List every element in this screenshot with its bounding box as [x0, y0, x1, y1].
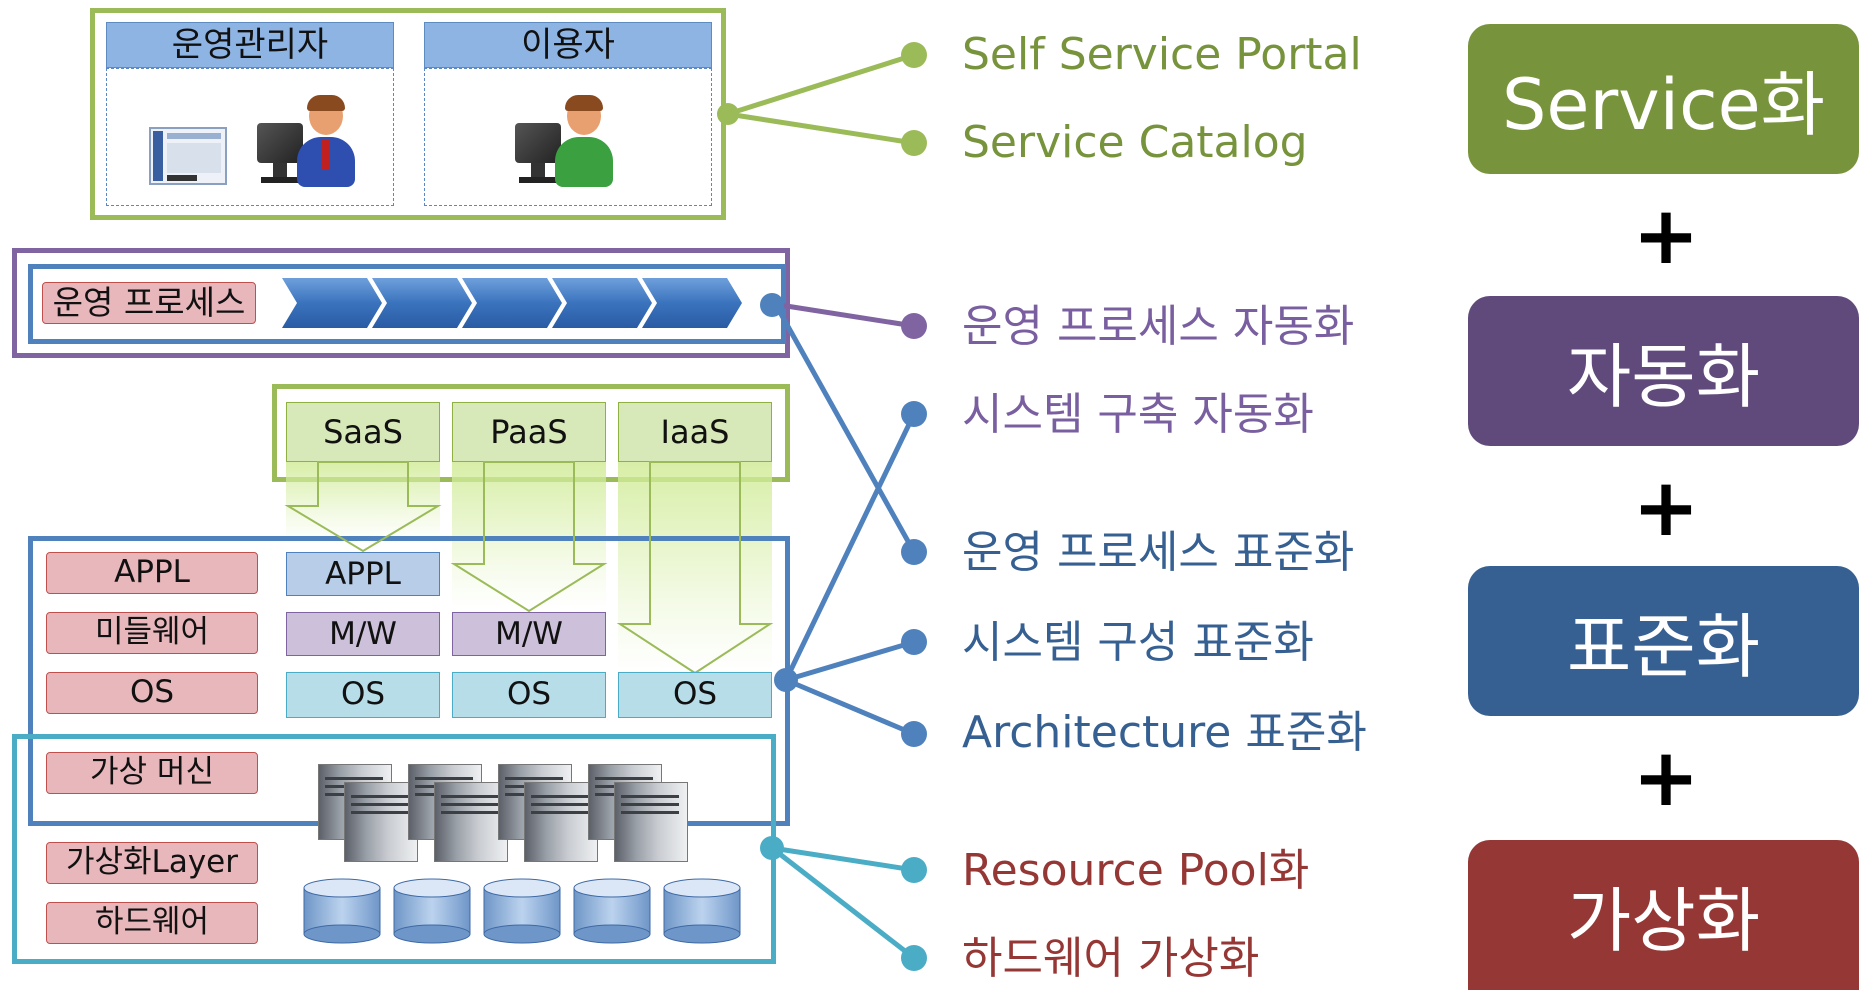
user-role-title: 이용자: [424, 22, 712, 68]
plus-sign: +: [1632, 731, 1700, 824]
note-resource-pool: Resource Pool화: [962, 845, 1310, 896]
iaas-down-arrow: [616, 461, 774, 675]
category-standardization: 표준화: [1468, 566, 1859, 716]
disk-icon: [393, 878, 471, 944]
paas-os-cell: OS: [452, 672, 606, 718]
category-automation: 자동화: [1468, 296, 1859, 446]
saas-appl-cell: APPL: [286, 552, 440, 596]
plus-sign: +: [1632, 189, 1700, 282]
disk-icon: [663, 878, 741, 944]
saas-stack-highlight: [286, 460, 440, 542]
note-service-catalog: Service Catalog: [962, 117, 1308, 168]
paas-box: PaaS: [452, 402, 606, 462]
note-self-service-portal: Self Service Portal: [962, 29, 1362, 80]
saas-os-cell: OS: [286, 672, 440, 718]
saas-mw-cell: M/W: [286, 612, 440, 656]
process-label: 운영 프로세스: [42, 282, 256, 324]
paas-down-arrow: [450, 461, 608, 613]
layer-label-hardware: 하드웨어: [46, 902, 258, 944]
note-process-standardization: 운영 프로세스 표준화: [962, 527, 1355, 578]
saas-box: SaaS: [286, 402, 440, 462]
saas-down-arrow: [284, 461, 442, 553]
process-step-arrow: [642, 278, 742, 328]
iaas-box: IaaS: [618, 402, 772, 462]
note-process-automation: 운영 프로세스 자동화: [962, 301, 1355, 352]
server-icon: [524, 782, 598, 862]
layer-label-middleware: 미들웨어: [46, 612, 258, 654]
note-architecture-standardization: Architecture 표준화: [962, 707, 1367, 758]
iaas-stack-highlight: [618, 460, 772, 672]
server-icon: [344, 782, 418, 862]
server-icon: [614, 782, 688, 862]
process-step-arrow: [462, 278, 562, 328]
paas-mw-cell: M/W: [452, 612, 606, 656]
process-step-arrow: [552, 278, 652, 328]
paas-stack-highlight: [452, 460, 606, 608]
disk-icon: [303, 878, 381, 944]
layer-label-appl: APPL: [46, 552, 258, 594]
category-virtualization: 가상화: [1468, 840, 1859, 990]
admin-role-panel: [106, 68, 394, 206]
admin-role-title: 운영관리자: [106, 22, 394, 68]
user-at-computer-icon: [515, 95, 615, 195]
process-step-arrow: [282, 278, 382, 328]
layer-label-os: OS: [46, 672, 258, 714]
server-rack-icon: [318, 764, 728, 864]
note-hardware-virtualization: 하드웨어 가상화: [962, 933, 1260, 984]
admin-user-at-computer-icon: [257, 95, 357, 195]
note-system-config-standardization: 시스템 구성 표준화: [962, 617, 1314, 668]
user-role-panel: [424, 68, 712, 206]
layer-label-vm: 가상 머신: [46, 752, 258, 794]
admin-screen-thumbnail-icon: [149, 127, 227, 185]
disk-icon: [483, 878, 561, 944]
layer-label-virtualization-layer: 가상화Layer: [46, 842, 258, 884]
note-system-build-automation: 시스템 구축 자동화: [962, 389, 1314, 440]
plus-sign: +: [1632, 461, 1700, 554]
iaas-os-cell: OS: [618, 672, 772, 718]
server-icon: [434, 782, 508, 862]
disk-icon: [573, 878, 651, 944]
storage-disks: [303, 878, 741, 944]
category-service: Service화: [1468, 24, 1859, 174]
process-step-arrow: [372, 278, 472, 328]
